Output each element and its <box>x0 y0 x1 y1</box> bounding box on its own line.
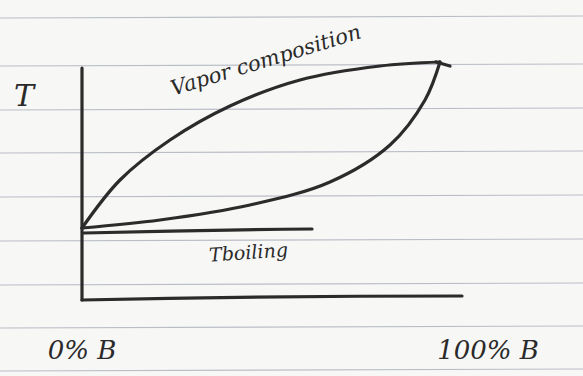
axis-label: T <box>14 81 34 111</box>
curve-label: Tboiling <box>208 240 288 264</box>
boiling-line <box>84 229 312 233</box>
vapor-curve <box>82 62 440 228</box>
curve-label: Vapor composition <box>168 21 363 99</box>
y-axis <box>80 68 83 300</box>
axis-tick-label: 0% B <box>48 337 117 363</box>
liquid-curve <box>82 62 440 228</box>
axis-tick-label: 100% B <box>437 337 539 363</box>
x-axis <box>82 296 462 300</box>
curve-tick <box>436 62 450 66</box>
ruled-lines <box>0 16 583 371</box>
